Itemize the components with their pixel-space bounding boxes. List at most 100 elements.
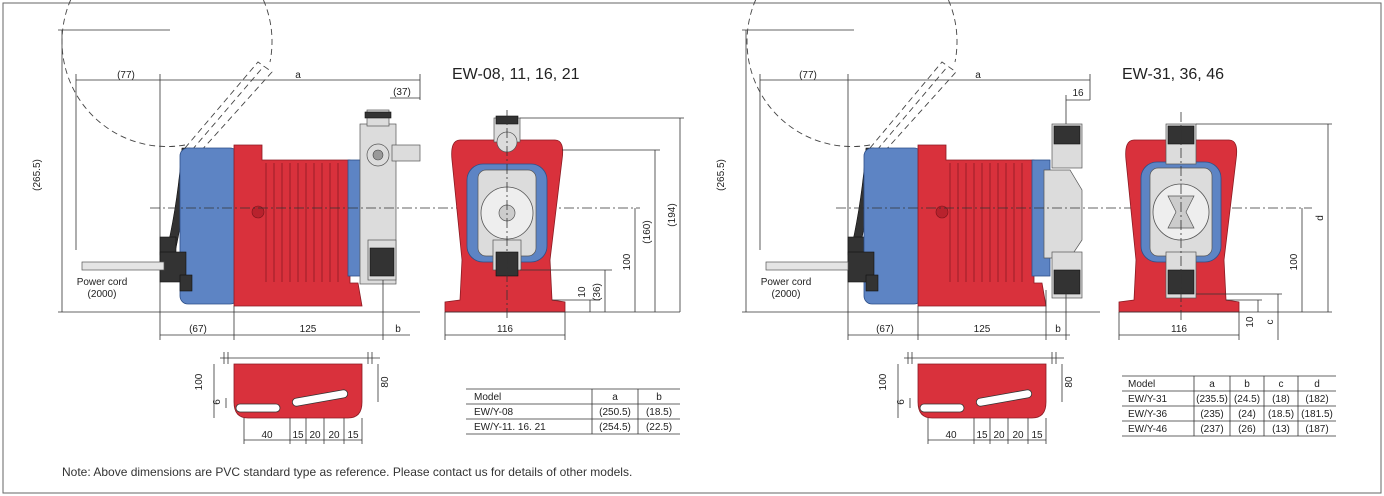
right-dim-10: 10 bbox=[1245, 316, 1256, 328]
left-pump-front-view bbox=[444, 115, 566, 313]
right-table-cell: (181.5) bbox=[1301, 409, 1333, 420]
right-dim-77: (77) bbox=[799, 70, 817, 81]
left-base-dim-15a: 15 bbox=[292, 430, 304, 441]
right-dim-67: (67) bbox=[876, 324, 894, 335]
right-table-cell: EW/Y-31 bbox=[1128, 394, 1168, 405]
left-dim-10: 10 bbox=[577, 286, 588, 298]
footer-note: Note: Above dimensions are PVC standard … bbox=[62, 465, 632, 479]
right-table-cell: EW/Y-36 bbox=[1128, 409, 1168, 420]
right-base-dim-20a: 20 bbox=[993, 430, 1005, 441]
right-power-cord-length: (2000) bbox=[772, 289, 801, 300]
right-dim-c: c bbox=[1265, 320, 1276, 325]
right-table-cell: EW/Y-46 bbox=[1128, 424, 1168, 435]
right-dim-116: 116 bbox=[1171, 324, 1187, 335]
left-base-dim-20b: 20 bbox=[328, 430, 340, 441]
left-dim-37: (37) bbox=[393, 87, 411, 98]
right-table-header-d: d bbox=[1314, 379, 1320, 390]
left-fins bbox=[265, 163, 339, 282]
right-base-dim-100: 100 bbox=[878, 373, 889, 390]
right-table-header-model: Model bbox=[1128, 379, 1155, 390]
right-cover-open-inner bbox=[876, 65, 949, 151]
left-base-dim-100: 100 bbox=[194, 373, 205, 390]
left-dim-36: (36) bbox=[592, 283, 603, 301]
right-inlet-nut bbox=[1053, 269, 1081, 295]
right-base-dim-15a: 15 bbox=[976, 430, 988, 441]
right-table-cell: (235.5) bbox=[1196, 394, 1228, 405]
left-base-plan-view bbox=[233, 363, 363, 419]
right-table-cell: (26) bbox=[1238, 424, 1256, 435]
left-dim-116: 116 bbox=[497, 324, 513, 335]
left-outlet-fitting bbox=[391, 144, 421, 162]
right-power-cord-label: Power cord bbox=[761, 277, 812, 288]
left-table-header-model: Model bbox=[474, 392, 501, 403]
left-power-cord-label: Power cord bbox=[77, 277, 128, 288]
right-table-cell: (187) bbox=[1305, 424, 1328, 435]
right-base-dim-80: 80 bbox=[1064, 376, 1075, 388]
right-table-header-a: a bbox=[1209, 379, 1215, 390]
right-table-cell: (182) bbox=[1305, 394, 1328, 405]
left-panel: EW-08, 11, 16, 21 (265.5) (77) a (37) bbox=[32, 0, 684, 444]
right-base-dim-6: 6 bbox=[896, 399, 907, 405]
left-table-cell: (254.5) bbox=[599, 422, 631, 433]
left-dim-67: (67) bbox=[189, 324, 207, 335]
right-dim-265: (265.5) bbox=[716, 159, 727, 191]
left-table-cell: (22.5) bbox=[646, 422, 672, 433]
right-table-header-b: b bbox=[1244, 379, 1250, 390]
left-dim-265: (265.5) bbox=[32, 159, 43, 191]
left-dim-194: (194) bbox=[667, 203, 678, 226]
left-cover-swing-arc bbox=[61, 0, 273, 147]
left-cover-open-outline bbox=[184, 61, 273, 153]
right-table-cell: (237) bbox=[1200, 424, 1223, 435]
left-dim-160: (160) bbox=[642, 220, 653, 243]
right-pump-head bbox=[1043, 169, 1083, 259]
left-valve-knob-center bbox=[372, 149, 384, 161]
left-power-cord-length: (2000) bbox=[88, 289, 117, 300]
left-title: EW-08, 11, 16, 21 bbox=[452, 66, 580, 83]
right-outlet-nut bbox=[1053, 125, 1081, 145]
right-table-cell: (18.5) bbox=[1268, 409, 1294, 420]
left-base-slot-2 bbox=[291, 389, 349, 407]
right-dim-b: b bbox=[1055, 324, 1061, 335]
right-table-cell: (24) bbox=[1238, 409, 1256, 420]
right-table-header-c: c bbox=[1279, 379, 1284, 390]
right-dim-d: d bbox=[1315, 215, 1326, 221]
left-base-dim-6: 6 bbox=[212, 399, 223, 405]
right-cord-gland-2 bbox=[865, 274, 879, 292]
right-base-slot-2 bbox=[975, 389, 1033, 407]
left-table-cell: (18.5) bbox=[646, 407, 672, 418]
left-table-cell: EW/Y-08 bbox=[474, 407, 514, 418]
left-base-dim-20a: 20 bbox=[309, 430, 321, 441]
left-dim-a: a bbox=[295, 70, 301, 81]
right-table-cell: (24.5) bbox=[1234, 394, 1260, 405]
left-dim-b: b bbox=[395, 324, 401, 335]
right-base-slot-1 bbox=[919, 403, 965, 413]
left-knob bbox=[251, 205, 265, 219]
left-table-cell: (250.5) bbox=[599, 407, 631, 418]
right-table-cell: (235) bbox=[1200, 409, 1223, 420]
right-base-dim-20b: 20 bbox=[1012, 430, 1024, 441]
left-valve-cap bbox=[364, 111, 392, 119]
right-model-table: Model a b c d EW/Y-31 (235.5) (24.5) (18… bbox=[1122, 375, 1336, 437]
left-dim-100: 100 bbox=[622, 253, 633, 270]
right-dim-125: 125 bbox=[974, 324, 991, 335]
right-table-cell: (18) bbox=[1272, 394, 1290, 405]
left-power-cord bbox=[81, 261, 165, 271]
right-panel: EW-31, 36, 46 (265.5) (77) a 16 bbox=[716, 0, 1336, 444]
left-table-header-b: b bbox=[656, 392, 662, 403]
left-cover-open-inner bbox=[191, 65, 265, 151]
right-power-cord bbox=[765, 261, 849, 271]
right-pump-front-view bbox=[1118, 123, 1240, 313]
left-table-cell: EW/Y-11. 16. 21 bbox=[474, 422, 546, 433]
left-pump-side-view bbox=[81, 109, 421, 307]
left-base-slot-1 bbox=[235, 403, 281, 413]
left-inlet-nut bbox=[369, 247, 395, 277]
right-knob bbox=[935, 205, 949, 219]
left-cord-gland-2 bbox=[179, 274, 193, 292]
right-base-plan-view bbox=[917, 363, 1047, 419]
right-dim-a: a bbox=[975, 70, 981, 81]
right-title: EW-31, 36, 46 bbox=[1122, 66, 1224, 83]
right-table-cell: (13) bbox=[1272, 424, 1290, 435]
